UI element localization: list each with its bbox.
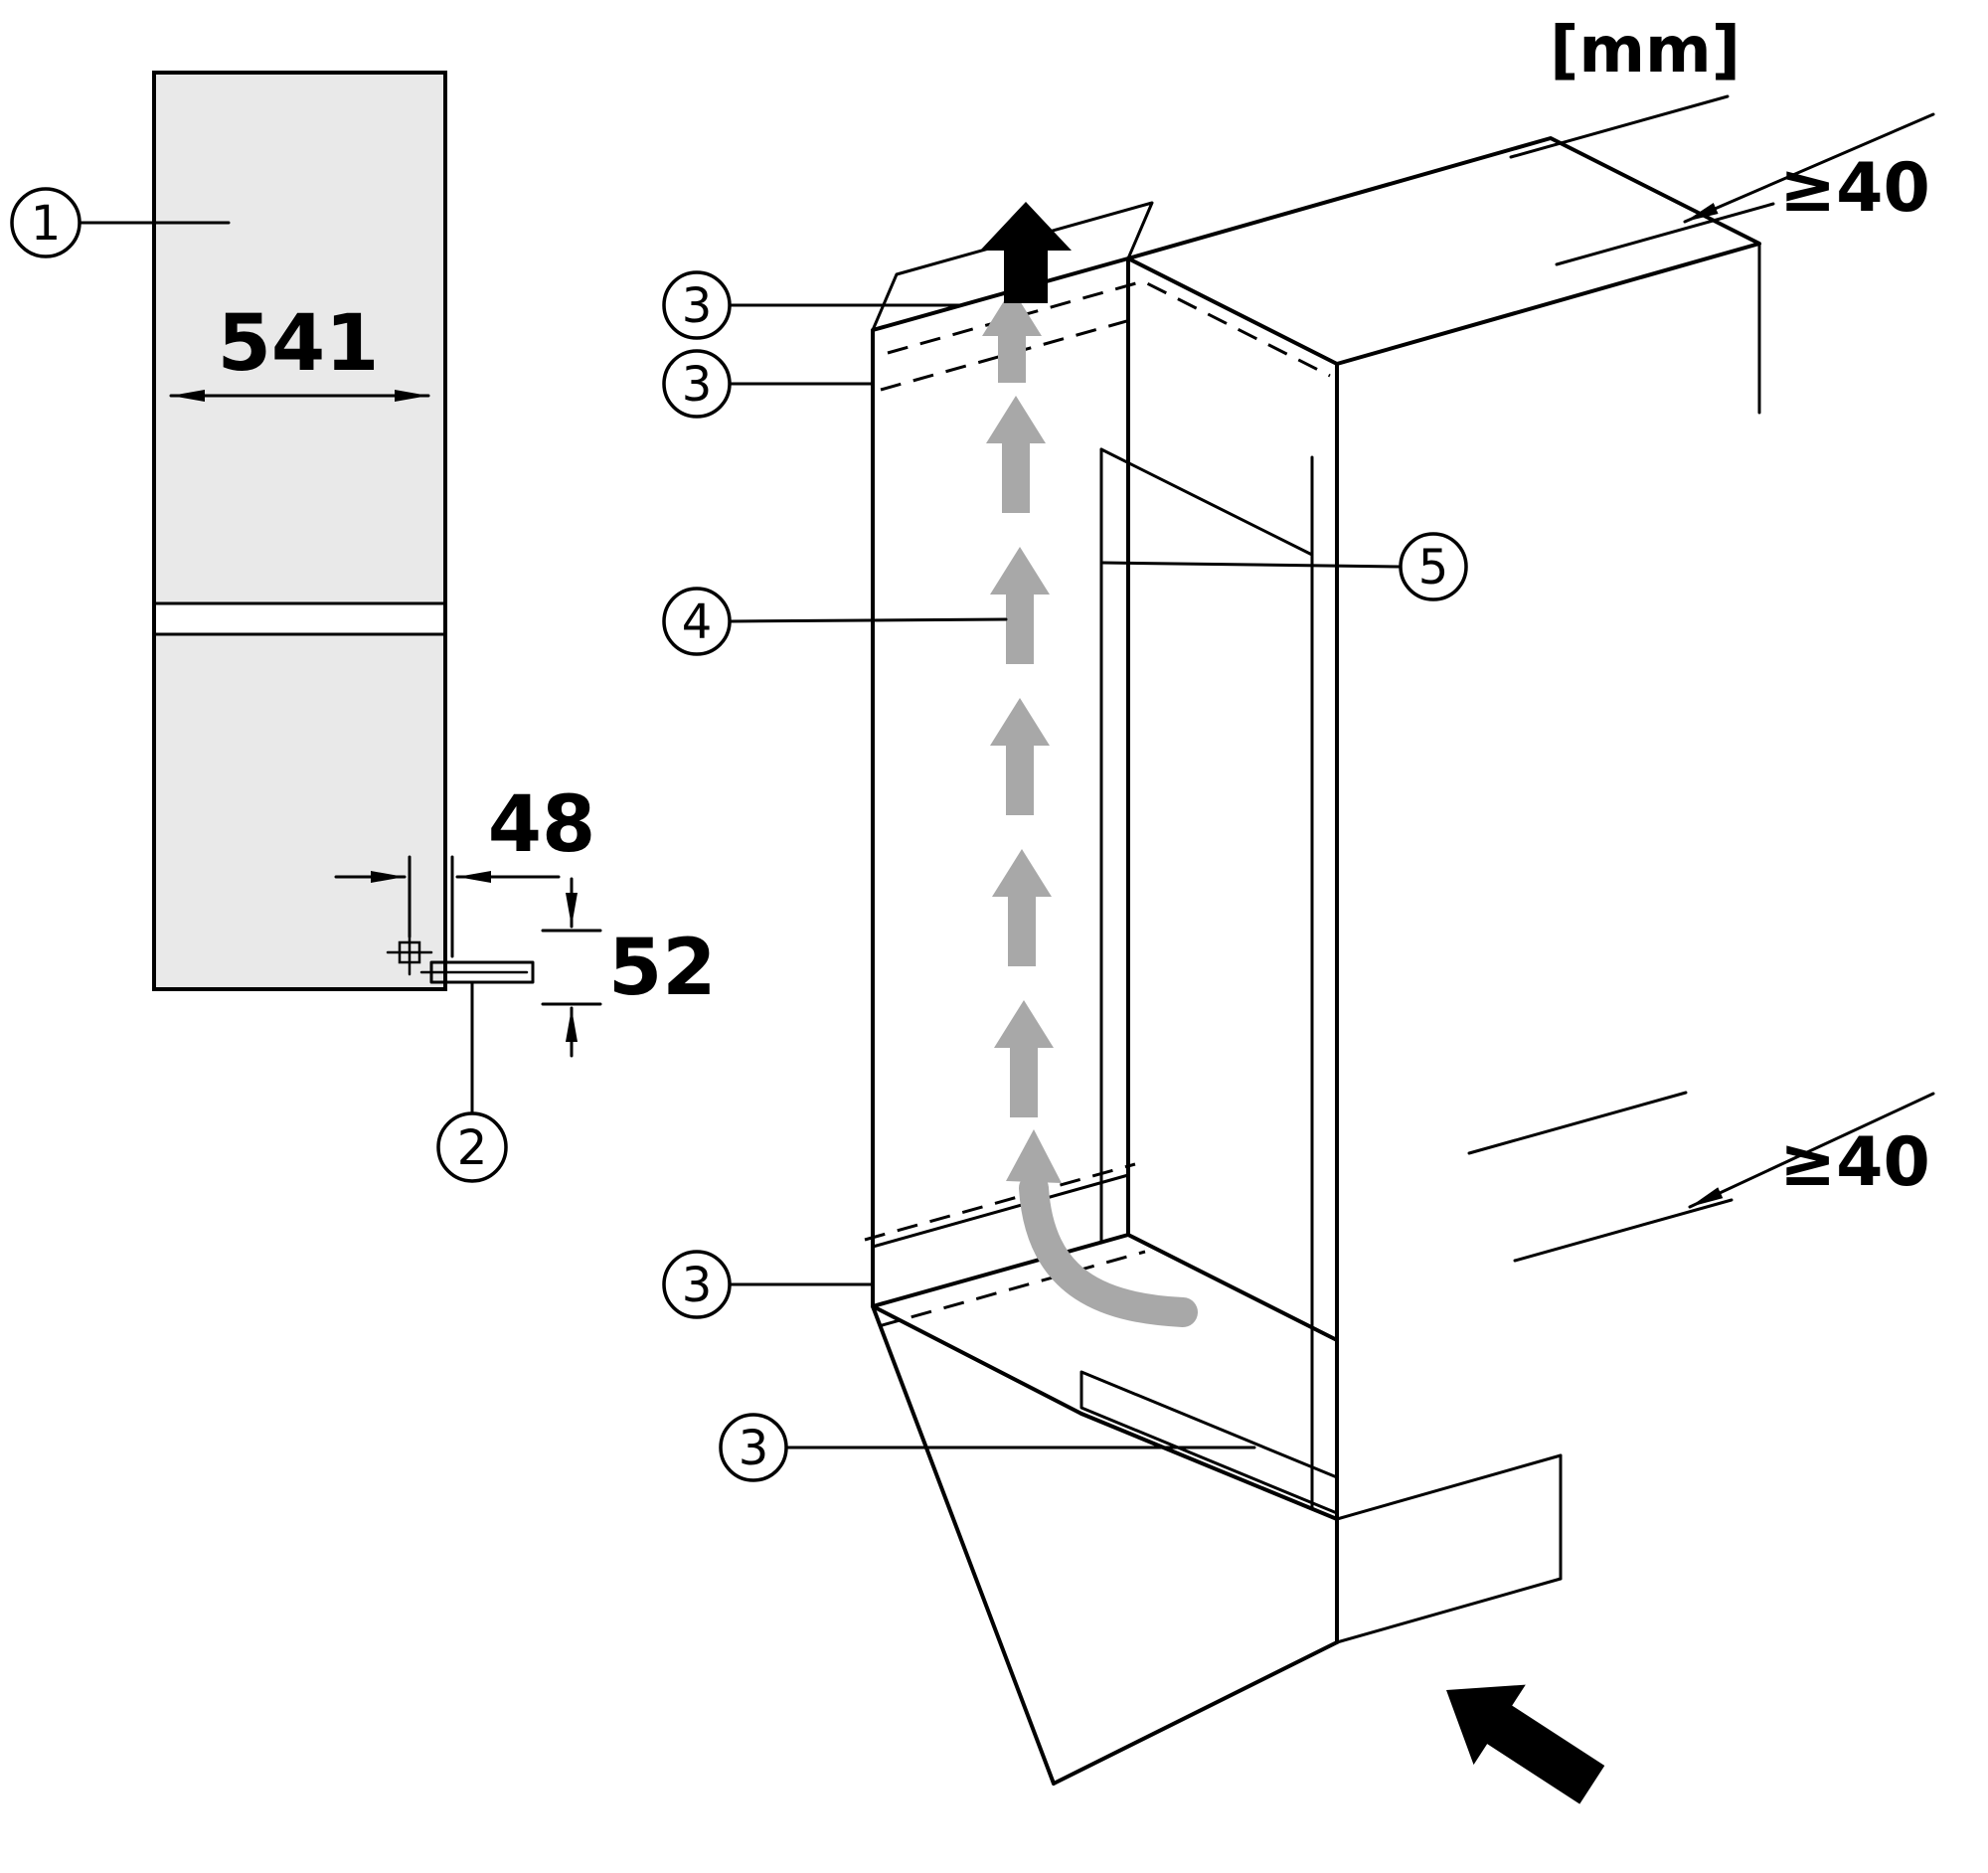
clearance-dim-top: ≥40 — [1509, 94, 1935, 266]
airflow-arrow — [982, 288, 1042, 383]
callout-vent-top-rear-number: 3 — [682, 357, 713, 413]
units-label: [mm] — [1550, 14, 1740, 87]
air-in-arrow — [1446, 1684, 1605, 1804]
appliance-outline — [152, 71, 447, 991]
callout-air-channel: 4 — [662, 587, 1008, 656]
base-right-top-edge — [1335, 1453, 1563, 1521]
airflow-curve-arrowhead — [1006, 1129, 1062, 1183]
hinge-detail: 48 52 — [334, 780, 717, 1058]
plinth-bottom-edge — [1052, 1640, 1339, 1786]
plinth-left-edge — [871, 1304, 1056, 1786]
plinth-vent-strip — [1079, 1370, 1339, 1515]
clearance-top-label: ≥40 — [1779, 149, 1930, 228]
callout-vent-top-front: 3 — [662, 270, 961, 340]
airflow-curve-arrow — [1019, 1173, 1198, 1327]
clearance-bottom-label: ≥40 — [1779, 1123, 1930, 1202]
callout-vent-top-rear: 3 — [662, 349, 875, 419]
niche-inner-top-edge — [1099, 447, 1314, 557]
bottom-vent-hidden-edge-2 — [878, 1250, 1146, 1328]
airflow-arrow — [990, 547, 1050, 664]
airflow-arrow — [986, 396, 1046, 513]
base-right-bottom-edge — [1335, 1577, 1563, 1644]
callout-appliance-number: 1 — [31, 196, 62, 252]
niche-top-panel — [1126, 136, 1761, 366]
hinge-height-label: 52 — [608, 924, 717, 1013]
callout-vent-bottom-front: 3 — [719, 1413, 1256, 1482]
callout-vent-bottom-front-number: 3 — [739, 1421, 769, 1476]
air-exchange-arrows — [980, 202, 1605, 1804]
door-gap — [156, 603, 443, 634]
niche-floor-left-edge — [871, 1304, 1083, 1416]
airflow-arrow — [990, 698, 1050, 815]
callout-hinge: 2 — [436, 980, 508, 1183]
width-dimension: 541 — [169, 299, 430, 402]
airflow-arrows — [982, 288, 1198, 1327]
callout-vent-top-front-number: 3 — [682, 278, 713, 334]
airflow-arrow — [994, 1000, 1054, 1117]
hinge-pivot — [398, 940, 421, 964]
callout-niche-interior: 5 — [1101, 532, 1468, 601]
niche-floor-right-edge — [1126, 1233, 1339, 1342]
airflow-arrow — [992, 849, 1052, 966]
front-view: 541 48 52 1 — [10, 71, 717, 1183]
plinth-top-edge — [1079, 1412, 1339, 1521]
callout-vent-bottom-rear: 3 — [662, 1250, 875, 1319]
width-dimension-label: 541 — [218, 299, 380, 389]
bottom-vent-hidden-edge — [864, 1162, 1136, 1242]
hinge-offset-label: 48 — [488, 780, 596, 870]
top-vent-hidden-edge-2 — [880, 315, 1142, 392]
clearance-dim-bottom: ≥40 — [1467, 1091, 1935, 1263]
callout-hinge-number: 2 — [457, 1120, 488, 1176]
callout-niche-interior-number: 5 — [1418, 540, 1449, 596]
callout-vent-bottom-rear-number: 3 — [682, 1258, 713, 1313]
niche-view: ≥40 ≥40 3 3 4 5 — [662, 94, 1935, 1804]
callout-air-channel-number: 4 — [682, 595, 713, 650]
callout-appliance: 1 — [10, 187, 231, 258]
niche-air-duct-panel — [871, 256, 1130, 1308]
air-out-arrow — [980, 202, 1072, 303]
top-vent-hidden-edge — [887, 279, 1331, 378]
